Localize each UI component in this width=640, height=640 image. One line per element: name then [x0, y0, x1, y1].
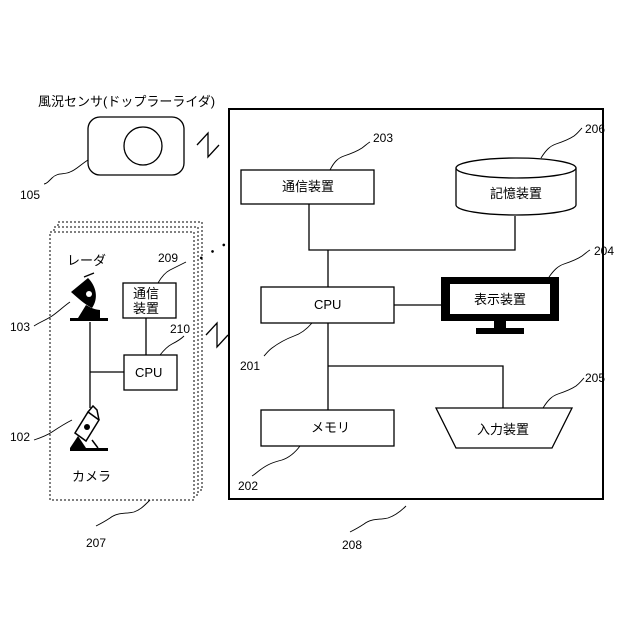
server-memory-ref: 202 — [238, 479, 258, 493]
wind-sensor-ref: 105 — [20, 188, 40, 202]
wind-sensor-leader — [44, 160, 88, 184]
server-cpu-ref: 201 — [240, 359, 260, 373]
server-input-label: 入力装置 — [477, 422, 529, 437]
server-display-label: 表示装置 — [474, 292, 526, 307]
local-unit: ・・・ レーダ 103 102 カメラ 通信 装置 — [10, 222, 233, 500]
server-cpu-leader — [264, 323, 312, 356]
local-comm-ref: 209 — [158, 251, 178, 265]
server-comm-wire — [309, 203, 328, 250]
server-storage-label: 記憶装置 — [490, 186, 542, 201]
server-memory-leader — [252, 446, 300, 476]
server-storage-ref: 206 — [585, 122, 605, 136]
local-comm-label-line2: 装置 — [133, 301, 159, 316]
sensor-lens-icon — [124, 127, 162, 165]
radar-label: レーダ — [67, 253, 106, 268]
wind-sensor-title: 風況センサ(ドップラーライダ) — [38, 94, 215, 109]
wind-sensor: 風況センサ(ドップラーライダ) 105 — [20, 94, 215, 202]
camera-ref: 102 — [10, 430, 30, 444]
local-unit-leader — [96, 500, 150, 526]
server-storage-leader — [541, 128, 582, 158]
server-bus-main — [328, 216, 515, 250]
server-comm-ref: 203 — [373, 131, 393, 145]
server-unit: 通信装置 203 記憶装置 206 CPU 201 表示装置 204 メモリ 2… — [229, 109, 614, 499]
server-input-leader — [543, 378, 584, 408]
wireless-zigzag-icon — [197, 133, 219, 157]
local-cpu-label: CPU — [135, 365, 162, 380]
local-unit-ref: 207 — [86, 536, 106, 550]
server-input-ref: 205 — [585, 371, 605, 385]
server-bus-input — [328, 366, 503, 408]
wireless-zigzag-icon — [206, 323, 228, 347]
server-display-ref: 204 — [594, 244, 614, 258]
server-comm-label: 通信装置 — [282, 179, 334, 194]
local-cpu-ref: 210 — [170, 322, 190, 336]
server-ref: 208 — [342, 538, 362, 552]
server-cpu-label: CPU — [314, 297, 341, 312]
server-comm-leader — [330, 142, 370, 170]
server-leader — [350, 506, 406, 532]
server-memory-label: メモリ — [311, 420, 350, 435]
local-comm-label-line1: 通信 — [133, 286, 159, 301]
camera-label: カメラ — [72, 469, 111, 484]
server-display-leader — [549, 250, 590, 277]
radar-ref: 103 — [10, 320, 30, 334]
